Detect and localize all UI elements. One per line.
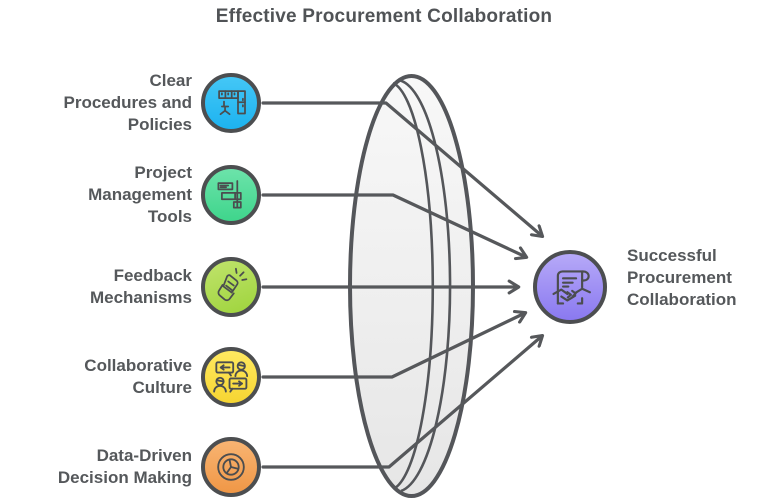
factor-label-clear-procedures: Clear Procedures and Policies: [63, 71, 193, 134]
factor-label-project-management: Project Management Tools: [88, 163, 192, 226]
page-title: Effective Procurement Collaboration: [215, 6, 553, 27]
connector-clear-procedures: [261, 101, 542, 236]
factor-node-project-management: [201, 165, 261, 225]
factor-label-collaborative: Collaborative Culture: [84, 356, 192, 397]
lens-inner-arc: [392, 81, 435, 490]
connector-project-management: [261, 193, 526, 257]
clapping-hands-icon: [217, 267, 248, 302]
pie-chart-icon: [217, 453, 245, 481]
factor-label-feedback: Feedback Mechanisms: [89, 266, 192, 307]
chat-people-icon: [213, 361, 249, 393]
connector-collaborative-culture: [261, 313, 525, 379]
outcome-label: Successful Procurement Collaboration: [627, 246, 737, 309]
lens-inner-arc: [397, 78, 452, 493]
contract-handshake-icon: [552, 270, 592, 305]
office-floorplan-icon: [218, 90, 246, 116]
factor-node-feedback: [201, 257, 261, 317]
factor-node-clear-procedures: [201, 73, 261, 133]
gantt-chart-icon: [217, 180, 242, 209]
connector-data-driven: [261, 336, 542, 469]
factor-node-collaborative: [201, 347, 261, 407]
outcome-node-successful-collaboration: [533, 250, 607, 324]
factor-label-data-driven: Data-Driven Decision Making: [57, 446, 192, 487]
factor-node-data-driven: [201, 437, 261, 497]
